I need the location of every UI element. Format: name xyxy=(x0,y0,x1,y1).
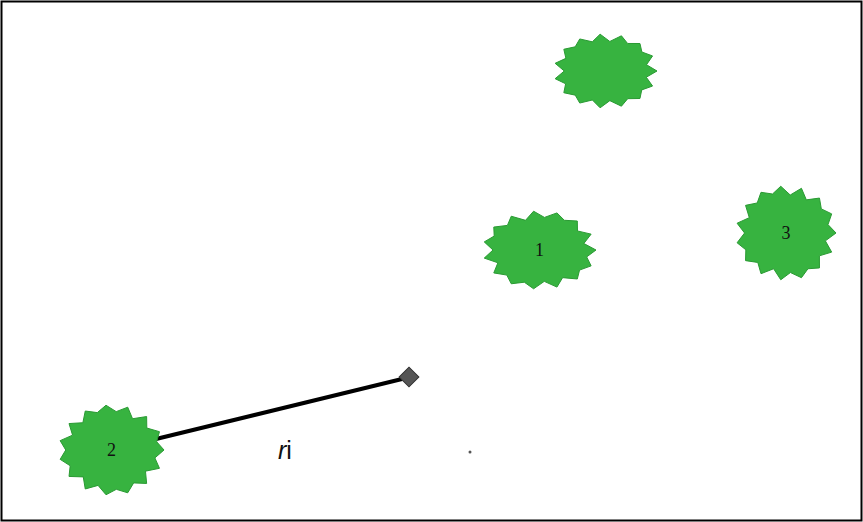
bush-shape xyxy=(737,186,836,279)
distance-label: ri xyxy=(278,438,292,463)
bush-shape xyxy=(555,34,657,108)
node-number: 3 xyxy=(782,224,791,242)
bush-symbol xyxy=(555,34,657,108)
bush-node: 3 xyxy=(735,185,837,281)
bush-shape xyxy=(60,405,164,495)
bush-node: 2 xyxy=(58,404,165,496)
dot xyxy=(469,451,472,454)
node-number: 2 xyxy=(107,441,116,459)
node-number: 1 xyxy=(535,241,544,259)
point-marker xyxy=(399,367,419,387)
bush-node: 1 xyxy=(482,210,597,290)
distance-line xyxy=(156,379,402,439)
bush-shape xyxy=(484,211,596,289)
